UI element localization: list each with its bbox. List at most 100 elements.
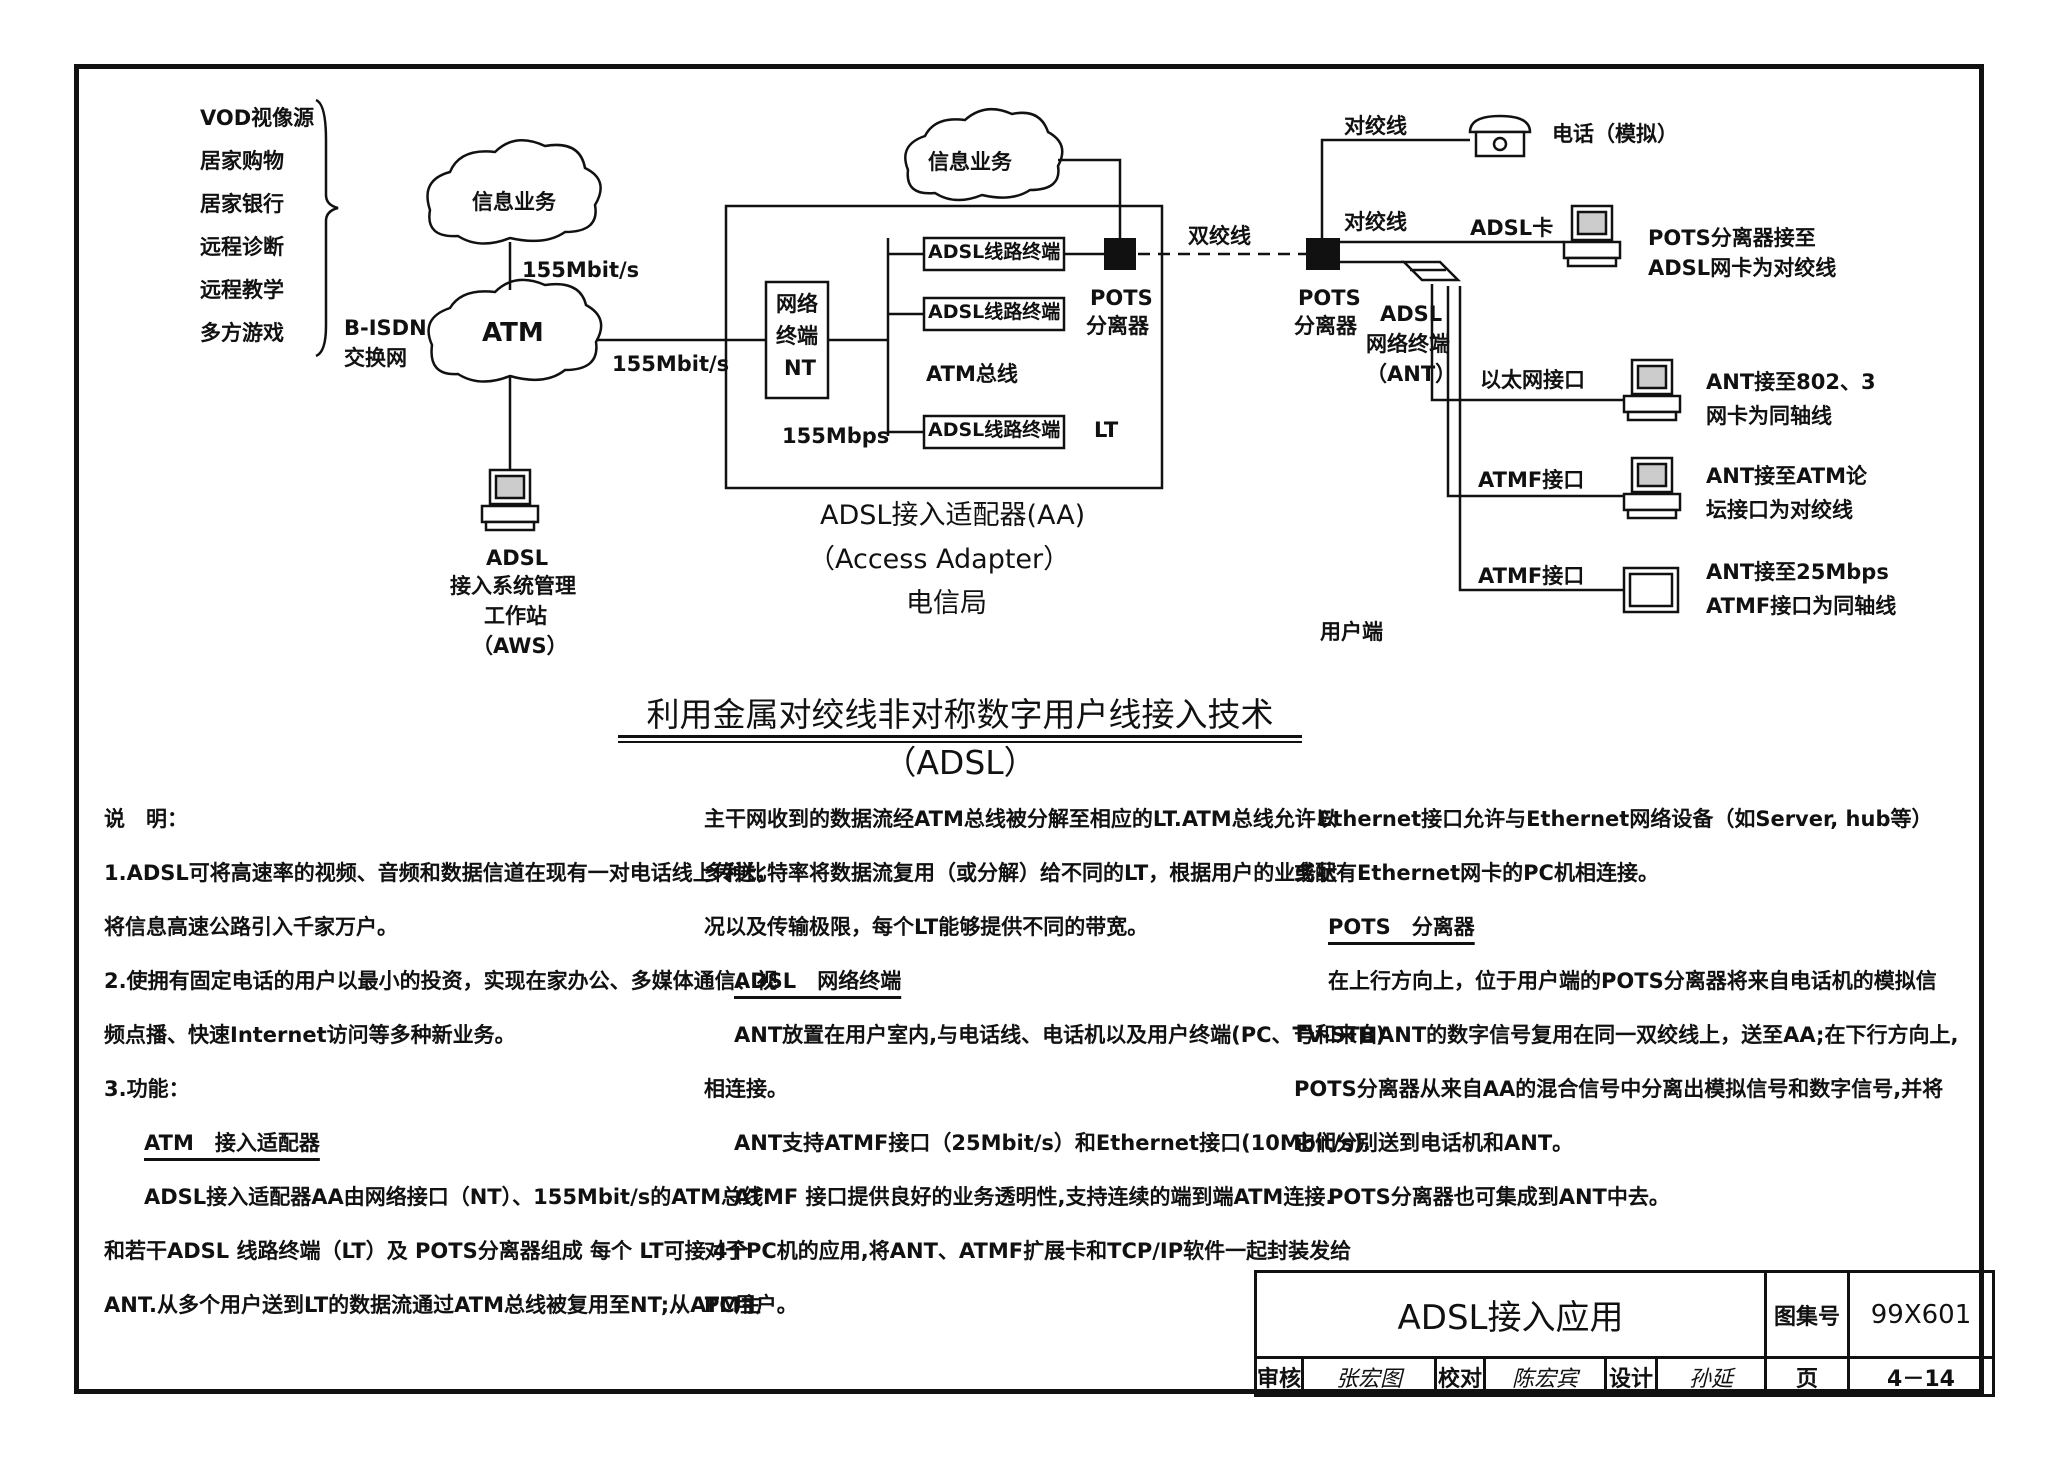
notes-column-2: 主干网收到的数据流经ATM总线被分解至相应的LT.ATM总线允许以 多种比特率将… xyxy=(704,792,1385,1332)
title-underline-2 xyxy=(618,741,1302,743)
atm-bus-label: ATM总线 xyxy=(926,362,1018,386)
note-pc1-1: POTS分离器接至 xyxy=(1648,226,1816,250)
atm-label: ATM xyxy=(482,318,544,348)
page-number: 4－14 xyxy=(1847,1356,1995,1397)
note-line: 和若干ADSL 线路终端（LT）及 POTS分离器组成 每个 LT可接 4个 xyxy=(104,1239,749,1263)
note-line: POTS分离器也可集成到ANT中去。 xyxy=(1328,1185,1670,1209)
atlas-label: 图集号 xyxy=(1764,1270,1850,1359)
services-brace xyxy=(315,98,339,358)
note-line: 1.ADSL可将高速率的视频、音频和数据信道在现有一对电话线上传送， xyxy=(104,861,777,885)
nt-label-3: NT xyxy=(784,356,816,380)
atmf-port-label-2: ATMF接口 xyxy=(1478,564,1585,588)
section-heading-ant: ADSL 网络终端 xyxy=(734,969,902,993)
twisted-pair-label-1: 对绞线 xyxy=(1344,114,1407,138)
adsl-line-term-1: ADSL线路终端 xyxy=(928,241,1061,263)
adsl-line-term-2: ADSL线路终端 xyxy=(928,301,1061,323)
aa-caption-3: 电信局 xyxy=(906,588,987,619)
note-line: 2.使拥有固定电话的用户以最小的投资，实现在家办公、多媒体通信、视 xyxy=(104,969,778,993)
note-line: ANT放置在用户室内,与电话线、电话机以及用户终端(PC、TV-STB) xyxy=(734,1023,1386,1047)
nt-label-2: 终端 xyxy=(776,324,818,348)
adsl-line-term-3: ADSL线路终端 xyxy=(928,419,1061,441)
aws-label-3: 工作站 xyxy=(484,604,547,628)
bisdn-label-2: 交换网 xyxy=(344,346,407,370)
twisted-pair-main-label: 双绞线 xyxy=(1188,224,1251,248)
workstation-icon-aws xyxy=(480,468,540,532)
cloud-atm xyxy=(427,278,603,383)
note-line: 主干网收到的数据流经ATM总线被分解至相应的LT.ATM总线允许以 xyxy=(704,807,1337,831)
section-heading-pots: POTS 分离器 xyxy=(1328,915,1475,939)
note-line: 将信息高速公路引入千家万户。 xyxy=(104,915,398,939)
note-line: 相连接。 xyxy=(704,1077,788,1101)
rate-155mbps-label: 155Mbps xyxy=(782,424,890,448)
note-line: 对于PC机的应用,将ANT、ATMF扩展卡和TCP/IP软件一起封装发给 xyxy=(704,1239,1352,1263)
note-line: ATMF 接口提供良好的业务透明性,支持连续的端到端ATM连接. xyxy=(734,1185,1334,1209)
cloud-left xyxy=(426,139,602,245)
review-label: 审核 xyxy=(1254,1356,1304,1397)
main-title: 利用金属对绞线非对称数字用户线接入技术（ADSL） xyxy=(646,695,1274,782)
review-signature: 张宏图 xyxy=(1301,1356,1437,1397)
cloud-top xyxy=(904,107,1064,202)
aws-label-4: （AWS） xyxy=(472,634,568,658)
nt-label-1: 网络 xyxy=(776,292,818,316)
service-item: 居家银行 xyxy=(200,192,284,216)
service-item: 居家购物 xyxy=(200,149,284,173)
note-pc1-2: ADSL网卡为对绞线 xyxy=(1648,256,1837,280)
title-block: ADSL接入应用 图集号 99X601 审核 张宏图 校对 陈宏宾 设计 孙延 … xyxy=(1254,1270,1995,1397)
note-line: ANT支持ATMF接口（25Mbit/s）和Ethernet接口(10Mbit/… xyxy=(734,1131,1371,1155)
phone-label: 电话（模拟） xyxy=(1552,122,1678,146)
note-pc3-1: ANT接至ATM论 xyxy=(1706,464,1867,488)
twisted-pair-label-2: 对绞线 xyxy=(1344,210,1407,234)
drawing-title: ADSL接入应用 xyxy=(1254,1270,1767,1359)
pc-icon-adsl-card xyxy=(1562,204,1622,268)
cloud-top-label: 信息业务 xyxy=(928,150,1012,174)
note-line: 频点播、快速Internet访问等多种新业务。 xyxy=(104,1023,516,1047)
title-underline xyxy=(618,735,1302,738)
phone-icon xyxy=(1468,114,1532,158)
note-line: 况以及传输极限，每个LT能够提供不同的带宽。 xyxy=(704,915,1149,939)
ant-label-2: 网络终端 xyxy=(1366,332,1450,356)
service-item: 远程诊断 xyxy=(200,235,284,259)
adsl-card-label: ADSL卡 xyxy=(1470,216,1554,240)
notes-column-3: Ethernet接口允许与Ethernet网络设备（如Server, hub等）… xyxy=(1294,792,1958,1224)
pc-icon-atmf xyxy=(1622,456,1682,520)
note-pc3-2: 坛接口为对绞线 xyxy=(1706,498,1853,522)
pc-icon-ethernet xyxy=(1622,358,1682,422)
atmf-port-label-1: ATMF接口 xyxy=(1478,468,1585,492)
aws-label-2: 接入系统管理 xyxy=(450,574,576,598)
atlas-number: 99X601 xyxy=(1847,1270,1995,1359)
check-label: 校对 xyxy=(1434,1356,1486,1397)
note-pc2-2: 网卡为同轴线 xyxy=(1706,404,1832,428)
user-end-label: 用户端 xyxy=(1320,620,1383,644)
note-line: PC用户。 xyxy=(704,1293,798,1317)
note-line: 多种比特率将数据流复用（或分解）给不同的LT，根据用户的业务状 xyxy=(704,861,1338,885)
note-pc2-1: ANT接至802、3 xyxy=(1706,370,1876,394)
lt-label: LT xyxy=(1094,418,1119,442)
pots-splitter-aa xyxy=(1104,238,1136,270)
note-line: Ethernet接口允许与Ethernet网络设备（如Server, hub等） xyxy=(1318,807,1933,831)
design-label: 设计 xyxy=(1604,1356,1658,1397)
aa-caption-1: ADSL接入适配器(AA) xyxy=(820,500,1086,531)
note-line: 3.功能： xyxy=(104,1077,190,1101)
access-adapter-box xyxy=(724,204,1164,490)
rate-label-link: 155Mbit/s xyxy=(612,352,730,376)
note-line: ANT.从多个用户送到LT的数据流通过ATM总线被复用至NT;从ATM主 xyxy=(104,1293,762,1317)
service-item: 多方游戏 xyxy=(200,321,284,345)
pots-splitter-user xyxy=(1306,238,1340,270)
adsl-line-term-box-2 xyxy=(922,296,1066,332)
note-tv-1: ANT接至25Mbps xyxy=(1706,560,1889,584)
note-line: 它们分别送到电话机和ANT。 xyxy=(1294,1131,1574,1155)
pots-aa-label-1: POTS xyxy=(1090,286,1153,310)
note-tv-2: ATMF接口为同轴线 xyxy=(1706,594,1897,618)
note-line: 说 明： xyxy=(104,807,188,831)
ethernet-port-label: 以太网接口 xyxy=(1480,368,1585,392)
note-line: 在上行方向上，位于用户端的POTS分离器将来自电话机的模拟信 xyxy=(1328,969,1937,993)
ant-label-1: ADSL xyxy=(1380,302,1443,326)
cloud-left-label: 信息业务 xyxy=(472,190,556,214)
notes-column-1: 说 明： 1.ADSL可将高速率的视频、音频和数据信道在现有一对电话线上传送， … xyxy=(104,792,778,1332)
pots-user-label-2: 分离器 xyxy=(1294,314,1357,338)
check-signature: 陈宏宾 xyxy=(1483,1356,1607,1397)
adsl-line-term-box-3 xyxy=(922,414,1066,450)
pots-user-label-1: POTS xyxy=(1298,286,1361,310)
pots-aa-label-2: 分离器 xyxy=(1086,314,1149,338)
